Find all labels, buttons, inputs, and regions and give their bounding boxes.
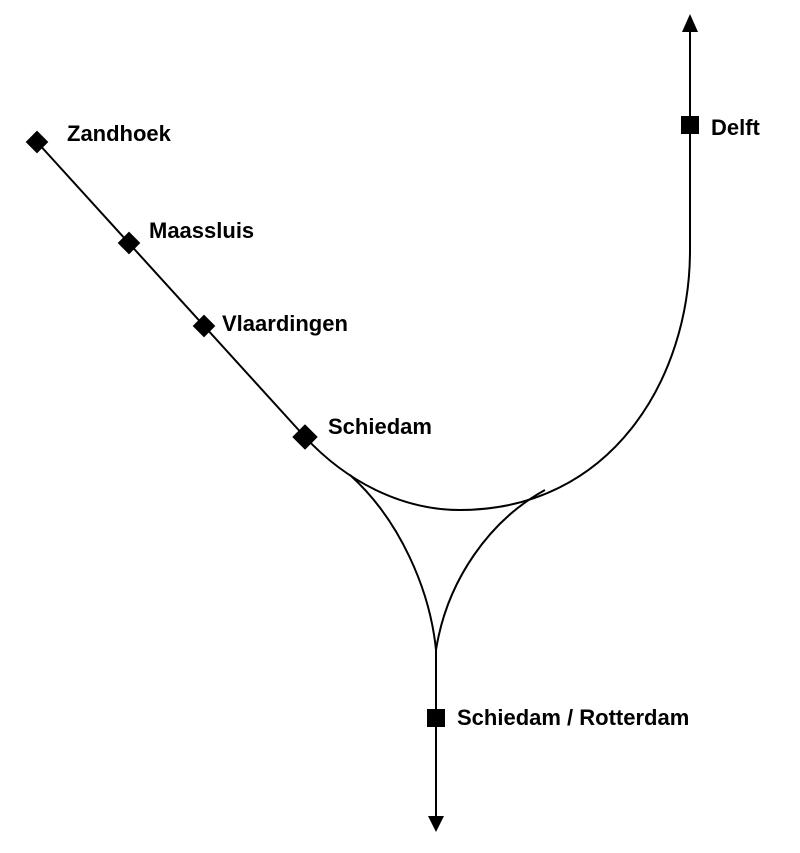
station-label-delft: Delft: [711, 115, 761, 140]
arrow-up-icon: [682, 14, 698, 32]
station-label-schiedam-rotterdam: Schiedam / Rotterdam: [457, 705, 689, 730]
station-label-zandhoek: Zandhoek: [67, 121, 172, 146]
track-zandhoek-schiedam: [36, 141, 306, 438]
station-label-schiedam: Schiedam: [328, 414, 432, 439]
station-marker-schiedam-rotterdam: [427, 709, 445, 727]
track-east-leg: [435, 489, 546, 651]
tracks: [36, 30, 691, 818]
arrow-down-icon: [428, 816, 444, 832]
track-west-leg: [349, 474, 437, 818]
station-marker-schiedam: [292, 424, 318, 450]
track-schiedam-delft: [304, 30, 691, 512]
station-label-vlaardingen: Vlaardingen: [222, 311, 348, 336]
station-label-maassluis: Maassluis: [149, 218, 254, 243]
station-marker-delft: [681, 116, 699, 134]
